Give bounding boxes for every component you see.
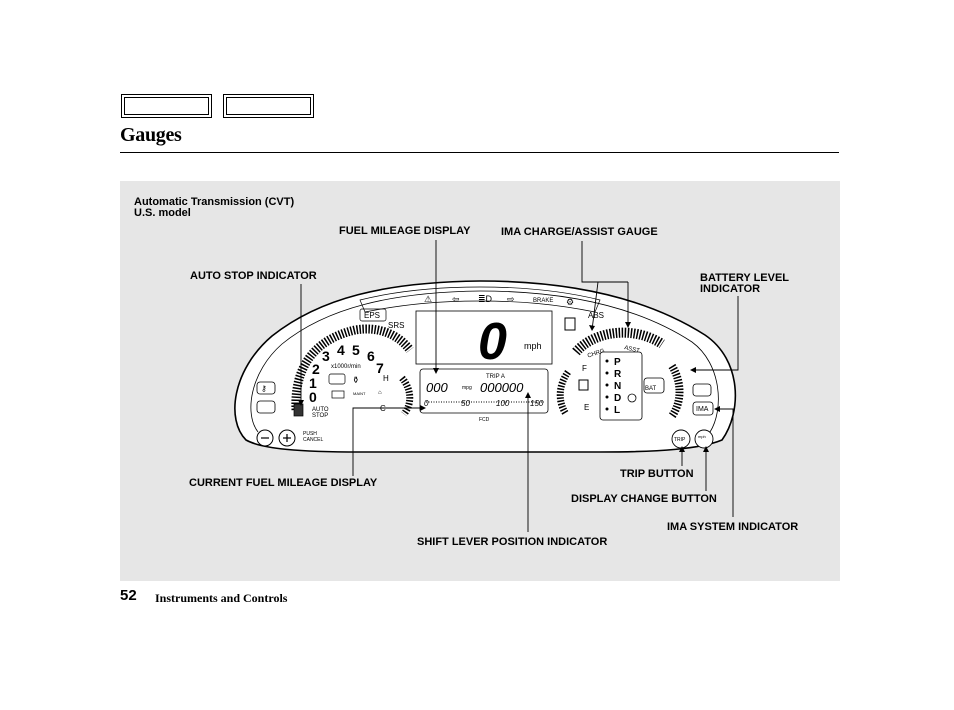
d3-icon bbox=[627, 393, 637, 403]
model-line-1: Automatic Transmission (CVT) bbox=[134, 196, 295, 208]
leader-ima-gauge bbox=[581, 241, 629, 331]
ima-label: IMA bbox=[696, 406, 709, 413]
title-rule bbox=[120, 152, 839, 153]
tach-6: 6 bbox=[367, 348, 375, 364]
fuel-pump-icon bbox=[578, 379, 589, 391]
ima-lamp bbox=[692, 401, 714, 416]
speed-unit: mph bbox=[524, 341, 542, 351]
chrg-label: CHRG bbox=[587, 348, 606, 359]
gear-p: P bbox=[614, 357, 621, 368]
callout-battery-level-line-1: BATTERY LEVEL bbox=[700, 272, 790, 284]
tach-3: 3 bbox=[322, 348, 330, 364]
fuel-gauge-arc bbox=[556, 369, 571, 416]
callout-ima-system-indicator: IMA SYSTEM INDICATOR bbox=[667, 521, 799, 533]
mileage-unit: mpg bbox=[462, 385, 472, 391]
mileage-scale-150: 150 bbox=[530, 399, 544, 408]
shift-position-box bbox=[599, 351, 643, 421]
fuel-full: F bbox=[582, 364, 587, 373]
model-line-2: U.S. model bbox=[134, 207, 191, 219]
turn-left-icon: ⇦ bbox=[452, 294, 460, 304]
brake-label: BRAKE bbox=[533, 298, 553, 304]
callout-ima-charge-assist-gauge: IMA CHARGE/ASSIST GAUGE bbox=[501, 226, 658, 238]
turn-right-icon: ⇨ bbox=[507, 294, 515, 304]
charging-icon bbox=[331, 390, 345, 399]
callout-trip-button: TRIP BUTTON bbox=[620, 468, 694, 480]
gear-r: R bbox=[614, 369, 622, 380]
cancel-label: CANCEL bbox=[303, 437, 324, 443]
trip-label: TRIP A bbox=[486, 374, 505, 380]
seatbelt-icon: ⚠ bbox=[424, 294, 432, 304]
auto-stop-line-1: AUTO bbox=[312, 407, 329, 413]
callout-shift-lever-position: SHIFT LEVER POSITION INDICATOR bbox=[417, 536, 608, 548]
leader-ima-system bbox=[716, 408, 734, 517]
tach-1: 1 bbox=[309, 375, 317, 391]
leader-battery bbox=[692, 296, 739, 371]
speed-value: 0 bbox=[478, 313, 507, 371]
abs-label: ABS bbox=[588, 311, 604, 320]
ima-charge-assist-arc bbox=[572, 327, 665, 356]
cluster-inner-outline bbox=[250, 290, 719, 433]
page-number: 52 bbox=[120, 587, 137, 604]
left-blank-lamp bbox=[256, 400, 276, 414]
temp-hot: H bbox=[383, 374, 389, 383]
eps-lamp bbox=[359, 308, 387, 322]
mileage-scale-100: 100 bbox=[496, 399, 510, 408]
srs-label: SRS bbox=[388, 321, 404, 330]
nav-tab-box-2[interactable] bbox=[223, 94, 314, 118]
mileage-scale-0: 0 bbox=[424, 399, 429, 408]
auto-stop-lamp bbox=[293, 403, 304, 417]
page-title: Gauges bbox=[120, 124, 182, 146]
callout-current-fuel-mileage: CURRENT FUEL MILEAGE DISPLAY bbox=[189, 477, 378, 489]
check-engine-icon bbox=[328, 373, 346, 385]
tach-7: 7 bbox=[376, 360, 384, 376]
callout-battery-level-line-2: INDICATOR bbox=[700, 283, 761, 295]
battery-icon bbox=[643, 377, 665, 394]
asst-label: ASST bbox=[624, 345, 641, 355]
tach-4: 4 bbox=[337, 342, 345, 358]
tach-5: 5 bbox=[352, 342, 360, 358]
callout-auto-stop-indicator: AUTO STOP INDICATOR bbox=[190, 270, 317, 282]
fuel-empty: E bbox=[584, 403, 589, 412]
mileage-value: 000 bbox=[426, 380, 448, 395]
seat-icon: ⌂ bbox=[378, 390, 382, 396]
oil-pressure-icon: ⚱ bbox=[352, 375, 360, 385]
gear-l: L bbox=[614, 405, 620, 416]
odometer-value: 000000 bbox=[480, 380, 524, 395]
warning-band bbox=[359, 286, 601, 313]
right-blank-lamp bbox=[692, 383, 712, 397]
section-name: Instruments and Controls bbox=[155, 591, 288, 605]
temperature-arc bbox=[399, 375, 414, 417]
gear-d: D bbox=[614, 393, 621, 404]
tach-2: 2 bbox=[312, 361, 320, 377]
display-change-knob bbox=[694, 429, 714, 449]
leader-arrows bbox=[298, 322, 720, 452]
tachometer-arc bbox=[291, 324, 414, 411]
trip-button-label: TRIP bbox=[674, 437, 686, 443]
display-button-label: mph bbox=[698, 434, 706, 439]
tach-unit: x1000r/min bbox=[331, 364, 361, 370]
battery-level-arc bbox=[668, 363, 684, 419]
leader-current-mileage bbox=[352, 407, 424, 476]
headlight-icon: ≣D bbox=[478, 294, 493, 304]
key-icon: ⚷ bbox=[261, 384, 267, 393]
oil-icon: ⚙ bbox=[566, 297, 574, 307]
mileage-scale-50: 50 bbox=[461, 399, 470, 408]
bat-label: BAT bbox=[645, 386, 657, 392]
callout-fuel-mileage-display: FUEL MILEAGE DISPLAY bbox=[339, 225, 471, 237]
key-lamp bbox=[256, 381, 276, 395]
fcd-label: FCD bbox=[479, 417, 490, 423]
auto-stop-line-2: STOP bbox=[312, 413, 328, 419]
eps-label: EPS bbox=[364, 311, 380, 320]
fuel-lamp-icon bbox=[564, 317, 576, 331]
temp-cold: C bbox=[380, 404, 386, 413]
leader-lines bbox=[300, 240, 739, 532]
nav-tab-box-1[interactable] bbox=[121, 94, 212, 118]
push-label: PUSH bbox=[303, 431, 317, 437]
gear-n: N bbox=[614, 381, 621, 392]
callout-display-change-button: DISPLAY CHANGE BUTTON bbox=[571, 493, 717, 505]
maint-label: MAINT bbox=[353, 391, 366, 396]
speedometer-display bbox=[415, 310, 553, 365]
tach-0: 0 bbox=[309, 389, 317, 405]
